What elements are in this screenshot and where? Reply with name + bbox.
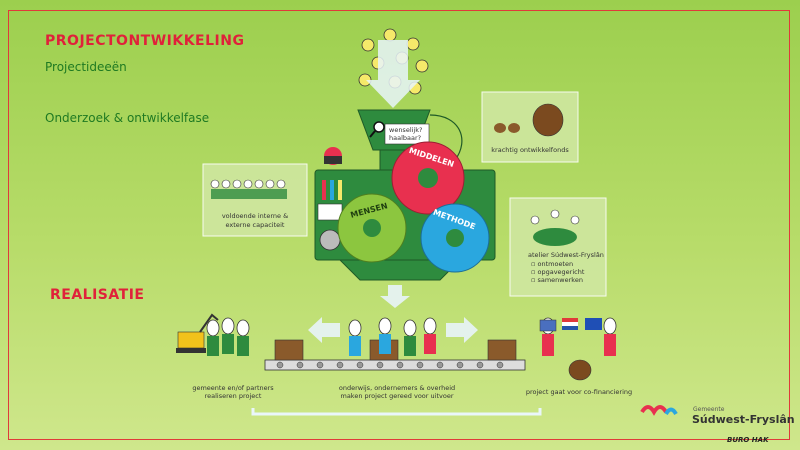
excavator-icon (176, 313, 219, 353)
atelier-item: ▫ samenwerken (531, 276, 583, 284)
red-frame (8, 10, 790, 440)
gear-methode-icon (420, 203, 490, 273)
ontwikkelfonds-label: krachtig ontwikkelfonds (491, 146, 569, 154)
atelier-item: ▫ ontmoeten (531, 260, 574, 268)
heading-projectideeen: Projectideeën (45, 60, 127, 74)
gemeente-logo-icon (640, 405, 678, 416)
bodies-icon (207, 334, 616, 356)
caption-cofinanciering: project gaat voor co-financiering (525, 388, 633, 396)
cycle-arrow-icon (251, 408, 542, 416)
gear-middelen-icon (391, 141, 465, 215)
heading-realisatie: REALISATIE (50, 287, 145, 303)
caption-partners-1: gemeente en/of partners (192, 384, 274, 392)
boxes-icon (274, 339, 517, 361)
money-bags-icon (494, 103, 564, 137)
heading-projectontwikkeling: PROJECTONTWIKKELING (45, 33, 245, 49)
capaciteit-box (202, 163, 308, 237)
flags-icon (539, 318, 602, 332)
people-group-icon (210, 179, 287, 199)
caption-partners-2: realiseren project (204, 392, 262, 400)
funnel-tag: wenselijk? (389, 126, 423, 134)
meeting-table-icon (530, 209, 580, 246)
signature: BURO HAK (727, 436, 769, 444)
down-arrow-icon (366, 40, 420, 108)
logo-name: Súdwest-Fryslân (692, 413, 795, 426)
logo-small-text: Gemeente (693, 406, 725, 413)
atelier-item: ▫ opgavegericht (531, 268, 585, 276)
left-arrow-icon (308, 317, 340, 343)
funnel-tag: haalbaar? (389, 134, 422, 142)
money-bag-icon (568, 359, 592, 381)
heading-onderzoek: Onderzoek & ontwikkelfase (45, 111, 210, 125)
capaciteit-label-1: voldoende interne & (221, 212, 289, 220)
caption-onderwijs-2: maken project gereed voor uitvoer (340, 392, 454, 400)
atelier-title: atelier Súdwest-Fryslân (528, 251, 604, 259)
gear-mensen-icon (337, 193, 407, 263)
down-arrow-icon (380, 285, 410, 308)
capaciteit-label-2: externe capaciteit (225, 221, 285, 229)
conveyor-belt-icon (264, 359, 526, 371)
caption-onderwijs-1: onderwijs, ondernemers & overheid (338, 384, 456, 392)
right-arrow-icon (446, 317, 478, 343)
